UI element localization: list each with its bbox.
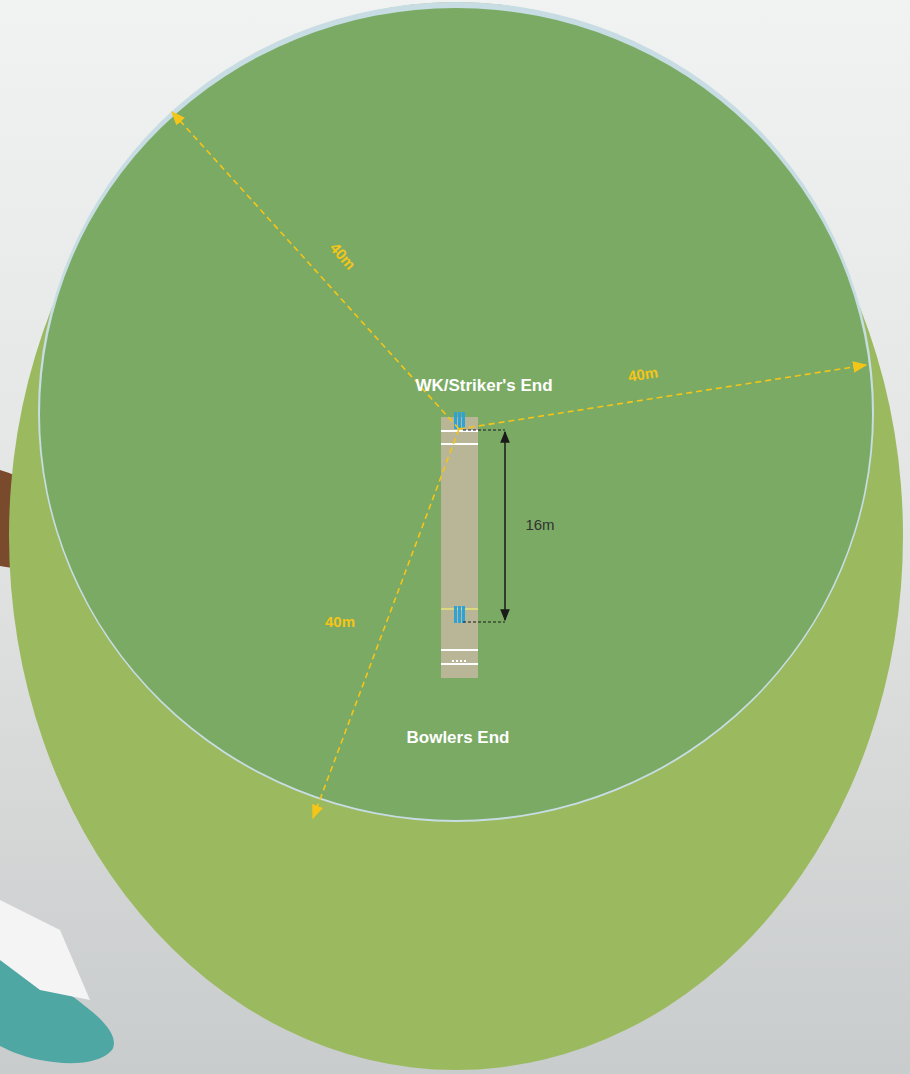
stumps	[454, 606, 465, 623]
radius-label: 40m	[325, 614, 355, 629]
radius-label: 40m	[627, 364, 659, 384]
crease-line	[441, 663, 478, 665]
crease-line	[441, 430, 478, 432]
dimension-extension	[463, 430, 505, 431]
end-label: WK/Striker's End	[415, 377, 552, 394]
dimension-extension	[463, 622, 505, 623]
radius-line	[313, 429, 459, 818]
end-label: Bowlers End	[407, 729, 510, 746]
radius-line	[459, 365, 866, 429]
crease-mark	[452, 660, 467, 662]
radius-label: 40m	[327, 240, 358, 273]
dimension-label: 16m	[525, 517, 554, 532]
dimension-line	[504, 432, 506, 620]
inner-circle	[40, 8, 872, 820]
pitch	[441, 417, 478, 678]
crease-line	[441, 443, 478, 445]
player-leg	[0, 900, 90, 1000]
outer-field	[9, 2, 903, 1070]
inner-circle-edge	[38, 2, 874, 822]
crease-line	[441, 649, 478, 651]
